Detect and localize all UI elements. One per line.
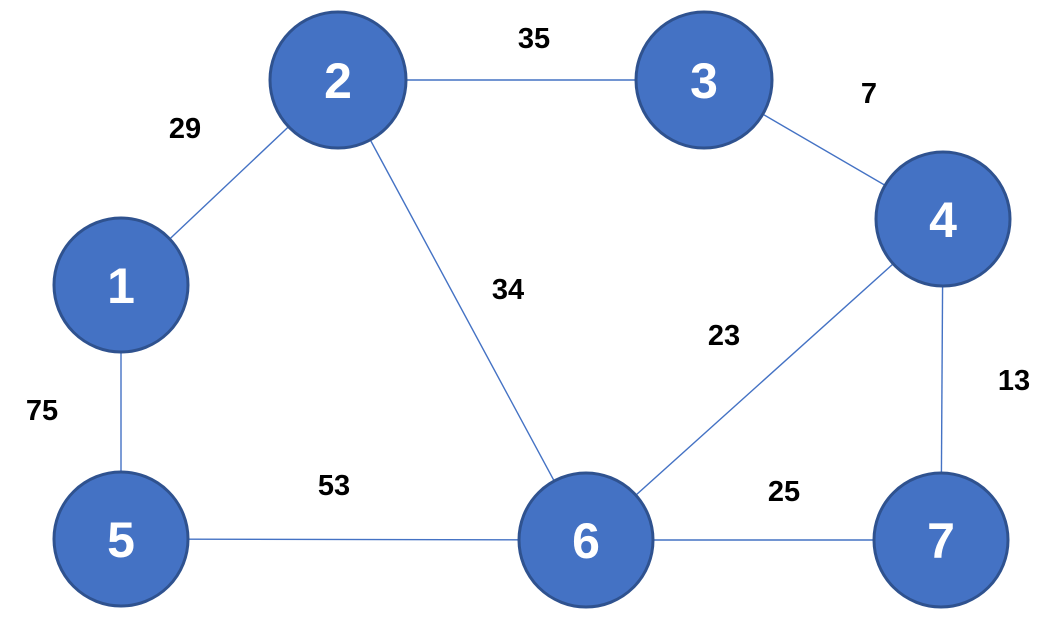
edge-weight-label-1-2: 29 [169,113,201,145]
graph-node-2: 2 [268,10,408,150]
graph-node-circle-4 [874,150,1012,288]
edge-weight-label-2-3: 35 [518,23,550,55]
edge-weight-label-6-7: 25 [768,476,800,508]
graph-edge-2-6 [337,79,587,541]
edge-weight-label-3-4: 7 [861,78,877,110]
edge-weight-label-5-6: 53 [318,470,350,502]
graph-node-circle-7 [872,471,1010,609]
edge-weight-label-4-6: 23 [708,320,740,352]
graph-node-label-6: 6 [572,513,600,569]
graph-node-5: 5 [52,470,190,608]
edge-weight-label-2-6: 34 [492,274,524,306]
graph-node-6: 6 [517,471,655,609]
graph-edge-4-6 [585,218,944,541]
graph-node-4: 4 [874,150,1012,288]
graph-node-circle-3 [634,10,774,150]
graph-node-circle-1 [52,216,190,354]
graph-node-1: 1 [52,216,190,354]
graph-edge-5-6 [120,538,587,541]
graph-node-label-1: 1 [107,258,135,314]
graph-node-label-2: 2 [324,53,352,109]
graph-node-circle-6 [517,471,655,609]
graph-node-label-3: 3 [690,53,718,109]
graph-node-circle-2 [268,10,408,150]
graph-node-label-5: 5 [107,512,135,568]
graph-node-circle-5 [52,470,190,608]
graph-node-label-4: 4 [929,192,957,248]
graph-node-label-7: 7 [927,513,955,569]
edge-weight-label-4-7: 13 [998,365,1030,397]
graph-node-3: 3 [634,10,774,150]
edge-weight-label-1-5: 75 [26,395,58,427]
graph-node-7: 7 [872,471,1010,609]
